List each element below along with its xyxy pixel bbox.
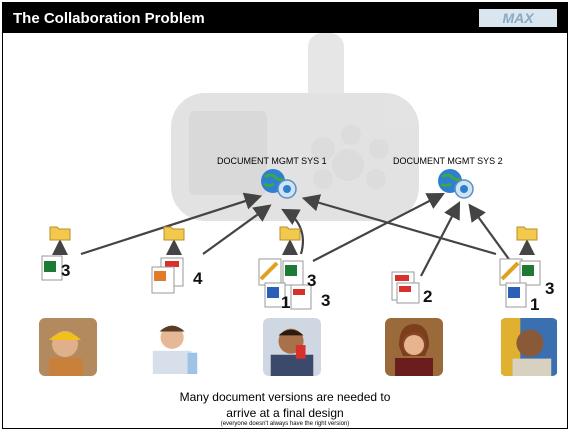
slide: The Collaboration Problem MAX bbox=[2, 2, 568, 429]
caption-line-1: Many document versions are needed to bbox=[179, 390, 391, 404]
person-avatar-1 bbox=[39, 318, 97, 376]
dms2-globe-icon bbox=[438, 169, 474, 199]
pdf-ppt-doc-icon-2 bbox=[151, 257, 184, 294]
diagram-stage: DOCUMENT MGMT SYS 1 DOCUMENT MGMT SYS 2 … bbox=[3, 33, 567, 428]
arrow-user5-dms2 bbox=[468, 203, 512, 263]
logo-text: MAX bbox=[502, 10, 535, 26]
dms1-globe-icon bbox=[261, 169, 297, 199]
person-avatar-3 bbox=[263, 318, 321, 376]
arrow-user4-dms2 bbox=[420, 201, 461, 277]
device-background bbox=[171, 33, 419, 221]
person-avatar-4 bbox=[385, 318, 443, 376]
arrow-user3-dms2 bbox=[312, 192, 445, 262]
caption-line-2: arrive at a final design bbox=[226, 406, 344, 420]
pdf-doc-icon-4 bbox=[391, 271, 420, 304]
multi-doc-icon-3 bbox=[258, 258, 312, 310]
excel-doc-icon-1 bbox=[41, 255, 63, 281]
folder-icon-5 bbox=[516, 226, 538, 241]
folder-icon-1 bbox=[49, 226, 71, 241]
person-avatar-2 bbox=[146, 316, 204, 374]
version-number-4: 2 bbox=[423, 287, 433, 306]
folder-icon-2 bbox=[163, 226, 185, 241]
arrow-user3-dms1 bbox=[281, 208, 304, 255]
arrow-user2-dms1 bbox=[202, 204, 272, 255]
version-number-1: 3 bbox=[61, 261, 71, 280]
title-bar: The Collaboration Problem MAX bbox=[3, 3, 567, 33]
version-number-3a: 3 bbox=[307, 271, 317, 290]
multi-doc-icon-5 bbox=[499, 258, 541, 308]
max-logo: MAX bbox=[479, 9, 557, 27]
caption-note: (everyone doesn't always have the right … bbox=[220, 421, 350, 427]
arrow-user5-dms1 bbox=[301, 194, 497, 256]
version-number-3b: 1 bbox=[281, 293, 291, 312]
arrow-user1-dms1 bbox=[80, 192, 263, 256]
version-number-3c: 3 bbox=[321, 291, 331, 310]
version-number-5b: 1 bbox=[530, 295, 540, 314]
person-avatar-5 bbox=[500, 318, 558, 376]
slide-title: The Collaboration Problem bbox=[13, 10, 205, 27]
dms2-label: DOCUMENT MGMT SYS 2 bbox=[393, 156, 503, 166]
dms1-label: DOCUMENT MGMT SYS 1 bbox=[217, 156, 327, 166]
version-number-5a: 3 bbox=[545, 279, 555, 298]
version-number-2: 4 bbox=[193, 269, 203, 288]
folder-icon-3 bbox=[279, 226, 301, 241]
arrows-layer bbox=[52, 192, 535, 277]
